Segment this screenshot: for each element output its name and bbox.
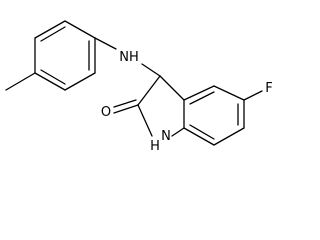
- lactam-h-label: H: [150, 139, 160, 154]
- amine-nh-label: NH: [119, 50, 139, 65]
- chemical-structure: NH F O H N: [5, 20, 273, 154]
- benzo-ring: [183, 85, 245, 146]
- lactam-n-label: N: [161, 129, 171, 144]
- n-c3-bond: [141, 63, 161, 77]
- carbonyl-oxygen-label: O: [101, 105, 111, 120]
- bond-lines: [5, 20, 263, 146]
- methyl-bond: [5, 72, 36, 91]
- fluorine-label: F: [265, 81, 272, 96]
- aryl-n-bond: [94, 37, 117, 50]
- tolyl-ring: [34, 20, 96, 91]
- lactam-ring: [137, 75, 185, 137]
- atom-labels: NH F O H N: [101, 50, 273, 154]
- c-f-bond: [243, 90, 263, 101]
- carbonyl-double-bond: [113, 99, 139, 114]
